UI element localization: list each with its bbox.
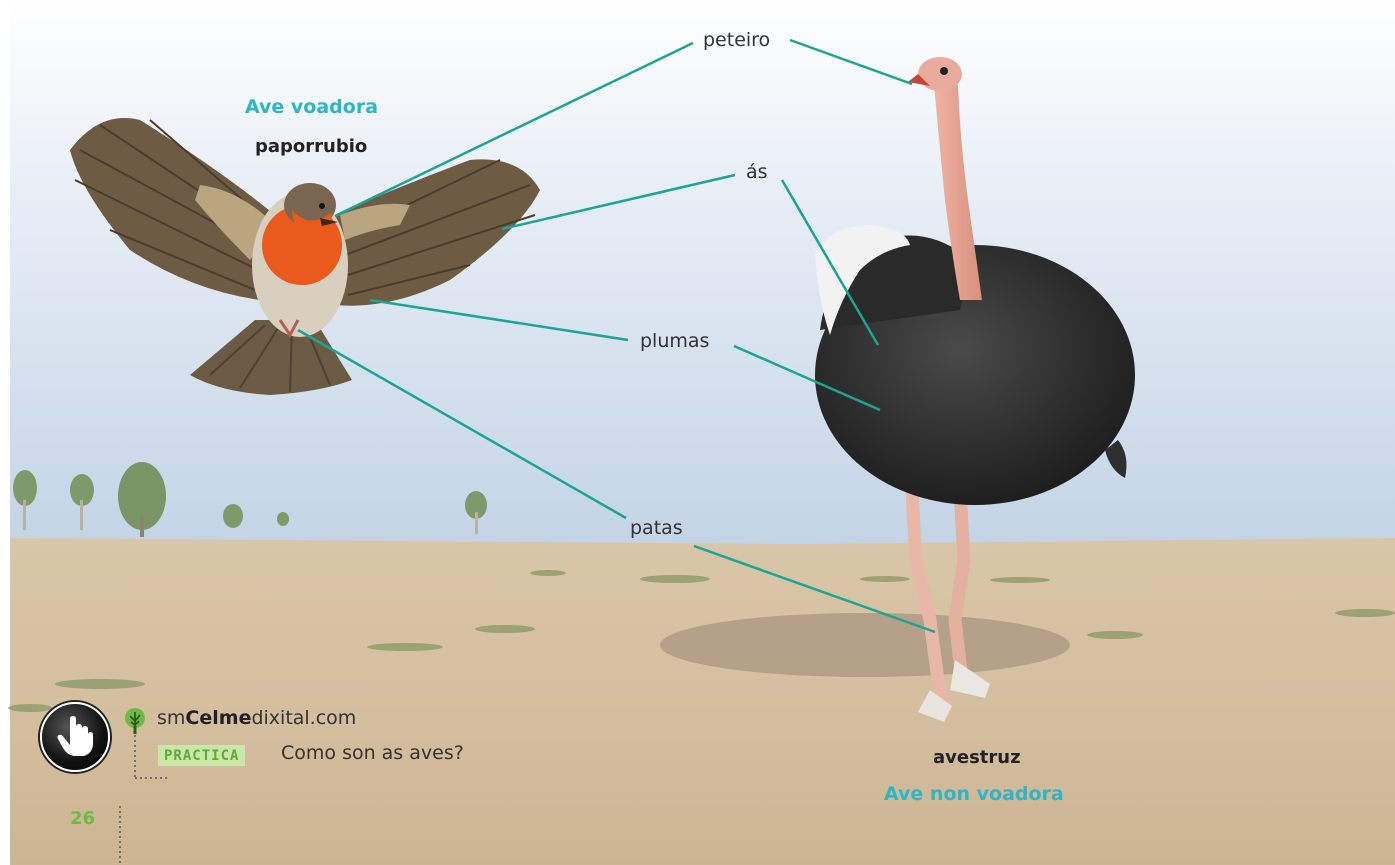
- tree-icon: [120, 706, 150, 736]
- robin-name: paporrubio: [255, 136, 367, 157]
- ostrich-shadow: [660, 613, 1070, 677]
- hand-pointer-icon: [56, 715, 94, 757]
- page-number: 26: [70, 808, 95, 829]
- label-legs: patas: [630, 517, 683, 539]
- site-brand: Celme: [185, 707, 251, 729]
- ground: [10, 538, 1395, 865]
- practica-activity-link[interactable]: Como son as aves?: [281, 742, 464, 764]
- site-link[interactable]: smCelmedixital.com: [157, 707, 356, 729]
- ostrich-category-title: Ave non voadora: [884, 783, 1064, 805]
- ostrich-name: avestruz: [933, 747, 1021, 768]
- practica-badge[interactable]: PRACTICA: [158, 745, 245, 766]
- label-beak: peteiro: [703, 29, 770, 51]
- interactive-hand-button[interactable]: [40, 702, 110, 772]
- label-feathers: plumas: [640, 330, 709, 352]
- site-prefix: sm: [157, 707, 185, 729]
- robin-category-title: Ave voadora: [245, 96, 378, 118]
- site-suffix: dixital.com: [251, 707, 356, 729]
- label-wings: ás: [746, 161, 768, 183]
